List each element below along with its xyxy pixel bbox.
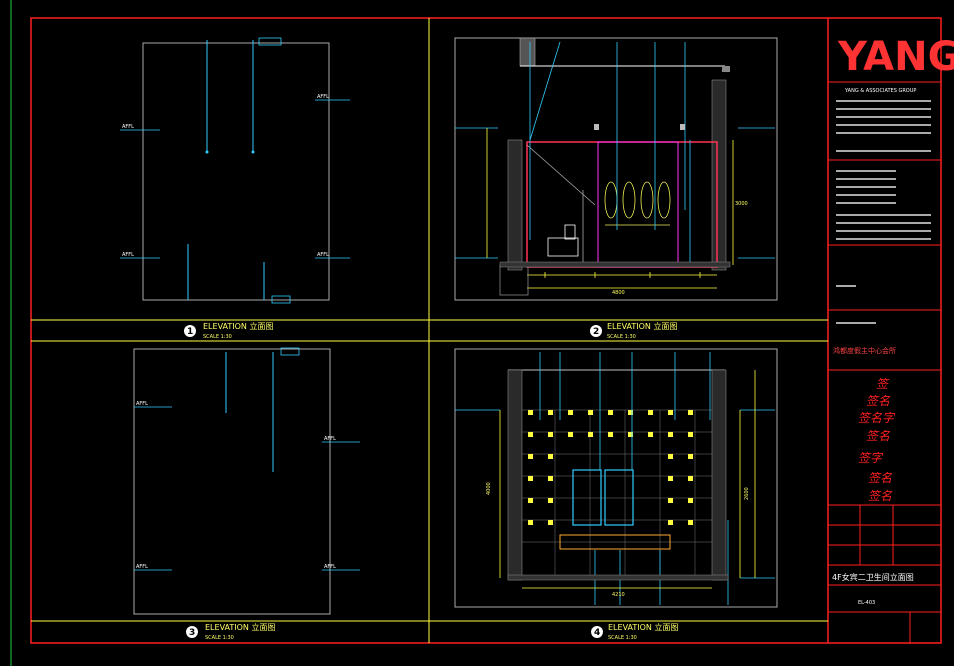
view-4-scale: SCALE 1:30 — [608, 635, 637, 641]
svg-text:AFFL: AFFL — [324, 564, 336, 570]
signature-1: 签 — [876, 377, 890, 391]
signature-6: 签名 — [868, 471, 893, 485]
elevation-view-1: AFFL AFFL AFFL AFFL — [120, 37, 350, 304]
v2-total-dim: 4800 — [612, 290, 625, 296]
drawing-title: 4F女宾二卫生间立面图 — [832, 572, 914, 582]
elevation-view-3: AFFL AFFL AFFL AFFL — [133, 347, 360, 615]
view-2-title: ELEVATION 立面图 — [607, 321, 677, 331]
svg-text:AFFL: AFFL — [136, 564, 148, 570]
view-1-number: 1 — [187, 327, 193, 337]
view-4-title: ELEVATION 立面图 — [608, 622, 678, 632]
svg-text:AFFL: AFFL — [317, 252, 329, 258]
caption-view-1: 1 ELEVATION 立面图 SCALE 1:30 — [184, 321, 273, 340]
company-logo: YANG — [837, 34, 954, 80]
elevation-view-2: 4800 3000 — [454, 37, 778, 301]
signature-3: 签名字 — [858, 411, 896, 425]
outer-frame — [30, 17, 942, 644]
view-4-number: 4 — [594, 628, 600, 638]
caption-view-2: 2 ELEVATION 立面图 SCALE 1:30 — [590, 321, 677, 340]
drawing-number: EL-403 — [858, 600, 875, 606]
v4-mid-dim: 2600 — [744, 487, 750, 500]
signature-4: 签名 — [866, 429, 891, 443]
view-3-scale: SCALE 1:30 — [205, 635, 234, 641]
caption-view-3: 3 ELEVATION 立面图 SCALE 1:30 — [186, 622, 275, 641]
v4-left-dim: 4000 — [486, 482, 492, 495]
svg-text:AFFL: AFFL — [122, 124, 134, 130]
view-3-title: ELEVATION 立面图 — [205, 622, 275, 632]
elevation-view-4: 4000 2600 4210 — [454, 348, 778, 608]
signature-2: 签名 — [866, 394, 891, 408]
svg-text:AFFL: AFFL — [317, 94, 329, 100]
svg-text:AFFL: AFFL — [136, 401, 148, 407]
company-name: YANG & ASSOCIATES GROUP — [844, 88, 916, 94]
v4-total-dim: 4210 — [612, 592, 625, 598]
view-2-scale: SCALE 1:30 — [607, 334, 636, 340]
title-block: YANG YANG & ASSOCIATES GROUP 鸿都度假主中心会所 签… — [828, 34, 954, 643]
view-1-scale: SCALE 1:30 — [203, 334, 232, 340]
signature-7: 签名 — [868, 489, 893, 503]
svg-text:AFFL: AFFL — [324, 436, 336, 442]
v2-height-dim: 3000 — [735, 201, 748, 207]
caption-view-4: 4 ELEVATION 立面图 SCALE 1:30 — [591, 622, 678, 641]
project-name: 鸿都度假主中心会所 — [833, 346, 896, 355]
view-2-number: 2 — [593, 327, 599, 337]
svg-text:AFFL: AFFL — [122, 252, 134, 258]
signature-5: 签字 — [858, 451, 884, 465]
view-1-title: ELEVATION 立面图 — [203, 321, 273, 331]
view-3-number: 3 — [189, 628, 195, 638]
